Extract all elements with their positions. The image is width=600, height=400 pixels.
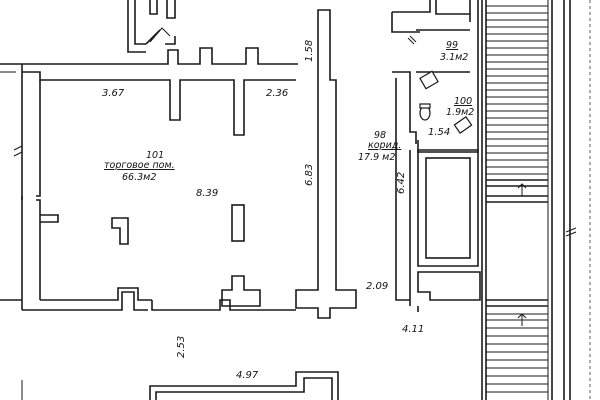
dimension-2-53: 2.53 (176, 336, 187, 358)
room-98-name: корид. (368, 140, 401, 151)
dimension-3-67: 3.67 (102, 88, 125, 99)
dimension-2-09: 2.09 (366, 281, 388, 292)
room-100-area: 1.9м2 (446, 107, 474, 118)
wc-walls (391, 0, 479, 306)
hall-columns (111, 204, 261, 307)
left-margin-marks (0, 63, 23, 301)
dimension-1-54: 1.54 (428, 127, 450, 138)
bottom-walls (21, 371, 339, 400)
room-101-area: 66.3м2 (122, 172, 156, 183)
dimension-2-36: 2.36 (266, 88, 288, 99)
room-101-number: 101 (146, 150, 164, 161)
dimension-6-42: 6.42 (396, 172, 407, 194)
room-101-name: торговое пом. (104, 160, 175, 171)
central-partition (295, 9, 357, 319)
right-blocks (417, 149, 481, 312)
staircase (481, 0, 591, 400)
room-100-number: 100 (454, 96, 472, 107)
dimension-8-39: 8.39 (196, 188, 218, 199)
room-99-area: 3.1м2 (440, 52, 468, 63)
dimension-4-11: 4.11 (402, 324, 424, 335)
dimension-6-83: 6.83 (304, 164, 315, 186)
top-left-room-walls (127, 0, 176, 53)
hall-walls (21, 47, 298, 311)
room-99-number: 99 (446, 40, 458, 51)
room-98-area: 17.9 м2 (358, 152, 395, 163)
room-98-number: 98 (374, 130, 386, 141)
dimension-4-97: 4.97 (236, 370, 259, 381)
dimension-1-58: 1.58 (304, 40, 315, 62)
